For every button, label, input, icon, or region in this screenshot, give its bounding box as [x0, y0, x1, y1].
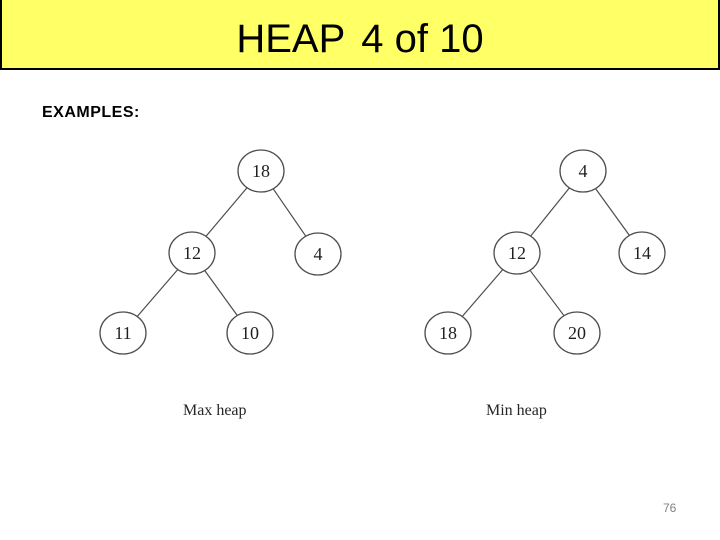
node-circle [559, 149, 607, 193]
node-circle [424, 311, 472, 355]
tree-edge [136, 269, 179, 317]
node-circle [237, 149, 285, 193]
node-value: 18 [439, 323, 457, 343]
node-circle [99, 311, 147, 355]
node-value: 12 [183, 243, 201, 263]
slide-title: HEAP [236, 17, 346, 61]
tree-edge [204, 270, 238, 316]
node-circle [226, 311, 274, 355]
node-value: 4 [314, 244, 323, 264]
heap-node-10: 10 [226, 311, 274, 355]
heap-node-12: 12 [168, 231, 216, 275]
tree-edge [272, 188, 307, 237]
tree-edge [529, 269, 565, 317]
heap-node-12: 12 [493, 231, 541, 275]
node-value: 14 [633, 243, 651, 263]
node-value: 10 [241, 323, 259, 343]
heap-node-4: 4 [559, 149, 607, 193]
heap-node-18: 18 [237, 149, 285, 193]
section-label: EXAMPLES: [42, 104, 140, 121]
title-bar: HEAP 4 of 10 [0, 0, 720, 70]
tree-max-heap: 18 12 4 11 10 [99, 149, 342, 355]
node-value: 11 [114, 323, 131, 343]
node-circle [294, 232, 342, 276]
heap-node-14: 14 [618, 231, 666, 275]
node-circle [493, 231, 541, 275]
heap-node-11: 11 [99, 311, 147, 355]
node-circle [168, 231, 216, 275]
tree-edge [595, 188, 630, 236]
slide-page-indicator: 4 of 10 [361, 17, 484, 61]
tree-edge [530, 187, 570, 237]
caption-min-heap: Min heap [486, 402, 547, 419]
heap-node-18: 18 [424, 311, 472, 355]
node-value: 4 [579, 161, 588, 181]
tree-min-heap: 4 12 14 18 20 [424, 149, 666, 355]
page-number: 76 [663, 501, 677, 515]
node-value: 20 [568, 323, 586, 343]
heap-node-20: 20 [553, 311, 601, 355]
caption-max-heap: Max heap [183, 402, 247, 419]
node-value: 12 [508, 243, 526, 263]
heap-node-4: 4 [294, 232, 342, 276]
node-value: 18 [252, 161, 270, 181]
node-circle [618, 231, 666, 275]
tree-edge [461, 269, 504, 317]
node-circle [553, 311, 601, 355]
tree-edge [205, 187, 248, 237]
